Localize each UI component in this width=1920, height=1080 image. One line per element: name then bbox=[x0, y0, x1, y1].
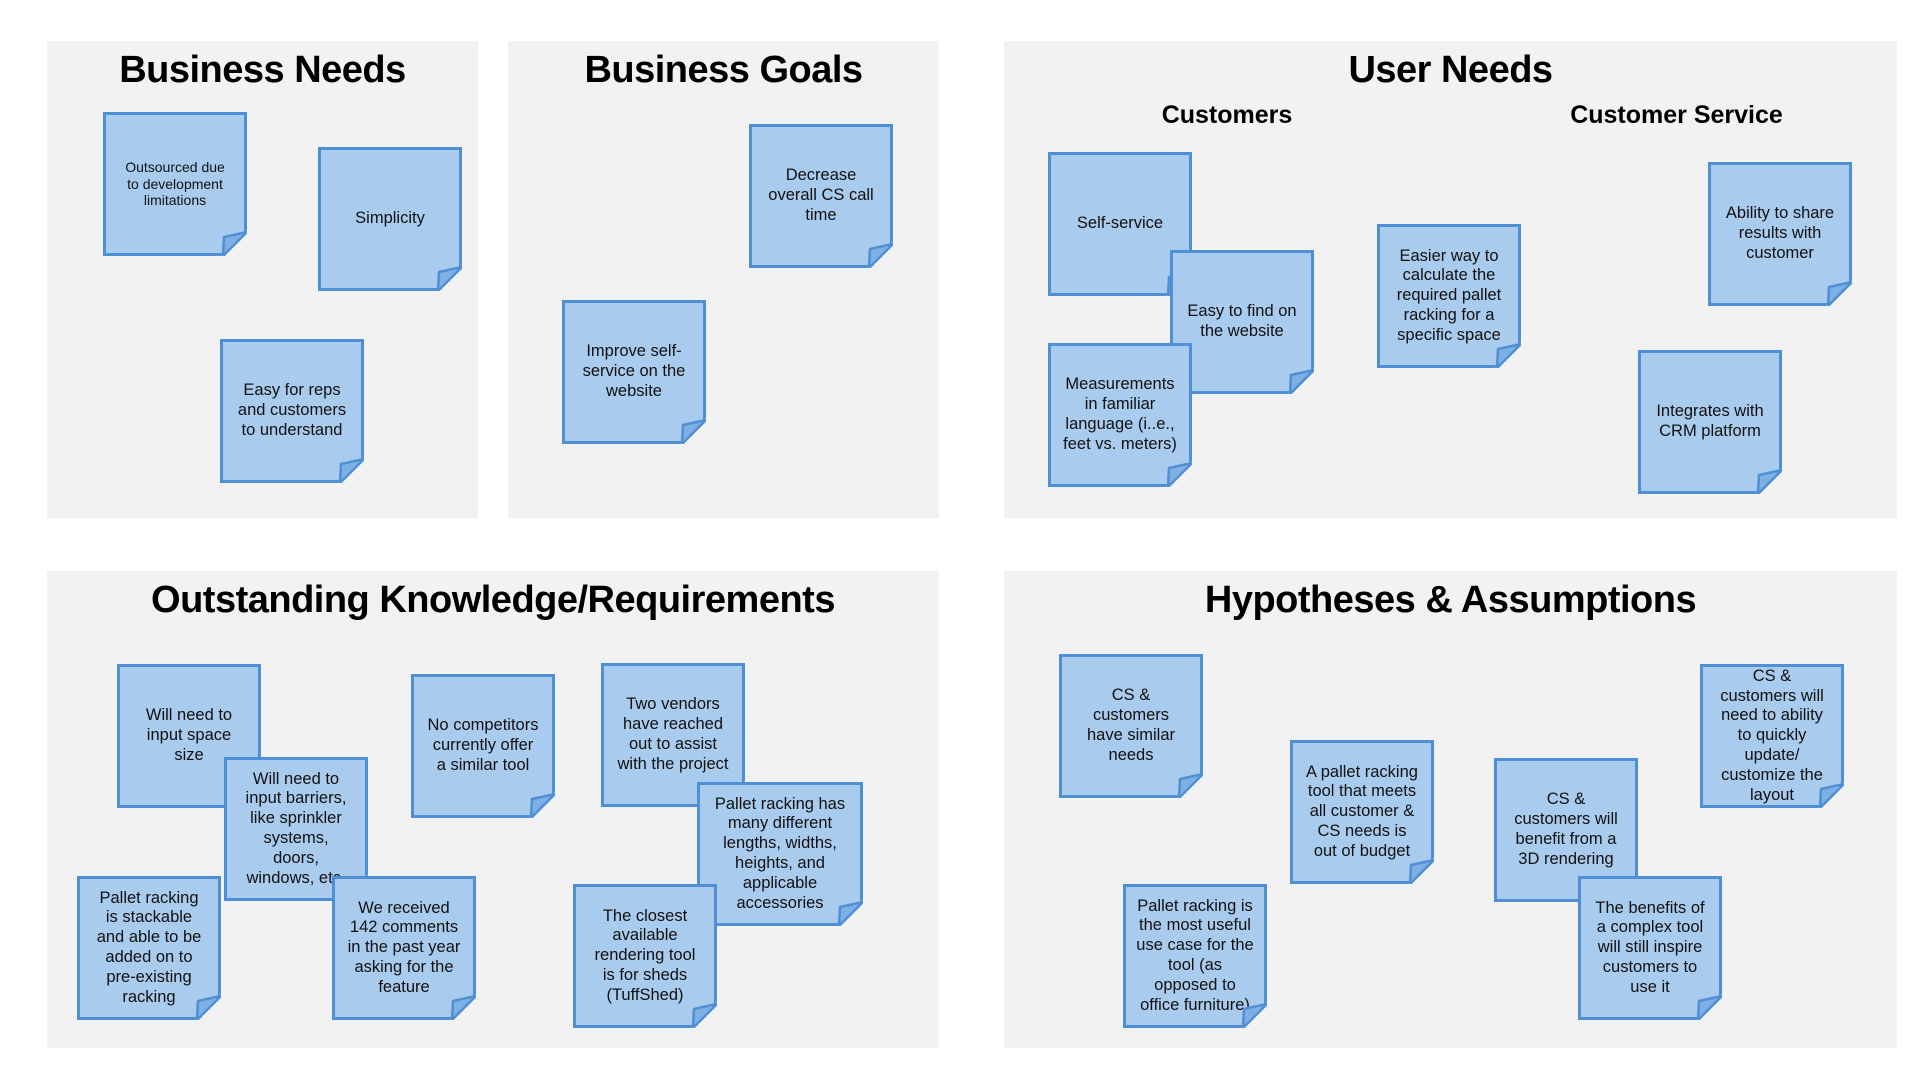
outstanding-title: Outstanding Knowledge/Requirements bbox=[151, 579, 835, 621]
folded-corner-icon bbox=[680, 418, 706, 444]
sticky-note[interactable]: CS & customers will need to ability to q… bbox=[1700, 664, 1844, 808]
folded-corner-icon bbox=[1241, 1002, 1267, 1028]
note-text: Pallet racking is stackable and able to … bbox=[96, 888, 202, 1006]
business-goals-title: Business Goals bbox=[584, 49, 863, 91]
sticky-note[interactable]: CS & customers have similar needs bbox=[1059, 654, 1203, 798]
user-needs-title: User Needs bbox=[1348, 49, 1553, 91]
note-text: Will need to input barriers, like sprink… bbox=[245, 769, 347, 887]
folded-corner-icon bbox=[1756, 468, 1782, 494]
note-text: Two vendors have reached out to assist w… bbox=[617, 695, 729, 773]
sticky-note[interactable]: Improve self-service on the website bbox=[562, 300, 706, 444]
sticky-note[interactable]: Pallet racking is stackable and able to … bbox=[77, 876, 221, 1020]
sticky-note[interactable]: The closest available rendering tool is … bbox=[573, 884, 717, 1028]
folded-corner-icon bbox=[529, 792, 555, 818]
note-text: Pallet racking has many different length… bbox=[714, 794, 846, 912]
sticky-note[interactable]: Outsourced due to development limitation… bbox=[103, 112, 247, 256]
sticky-note[interactable]: The benefits of a complex tool will stil… bbox=[1578, 876, 1722, 1020]
note-text: Pallet racking is the most useful use ca… bbox=[1136, 896, 1254, 1014]
sticky-note[interactable]: Measurements in familiar language (i..e.… bbox=[1048, 343, 1192, 487]
folded-corner-icon bbox=[691, 1002, 717, 1028]
note-text: The closest available rendering tool is … bbox=[594, 906, 696, 1004]
folded-corner-icon bbox=[1177, 772, 1203, 798]
customer-service-subtitle: Customer Service bbox=[1570, 101, 1783, 129]
note-text: A pallet racking tool that meets all cus… bbox=[1306, 762, 1418, 860]
sticky-note[interactable]: Easy for reps and customers to understan… bbox=[220, 339, 364, 483]
note-text: Will need to input space size bbox=[145, 706, 233, 764]
business-needs-panel: Business Needs Outsourced due to develop… bbox=[47, 41, 478, 518]
outstanding-panel: Outstanding Knowledge/Requirements Will … bbox=[47, 571, 939, 1048]
folded-corner-icon bbox=[1696, 994, 1722, 1020]
note-text: Easy to find on the website bbox=[1187, 302, 1297, 340]
folded-corner-icon bbox=[867, 242, 893, 268]
customers-subtitle: Customers bbox=[1161, 101, 1293, 129]
note-text: Measurements in familiar language (i..e.… bbox=[1063, 375, 1177, 453]
sticky-note[interactable]: Ability to share results with customer bbox=[1708, 162, 1852, 306]
sticky-note[interactable]: Pallet racking is the most useful use ca… bbox=[1123, 884, 1267, 1028]
note-text: Integrates with CRM platform bbox=[1656, 402, 1764, 440]
note-text: We received 142 comments in the past yea… bbox=[347, 898, 461, 996]
sticky-note[interactable]: No competitors currently offer a similar… bbox=[411, 674, 555, 818]
note-text: No competitors currently offer a similar… bbox=[427, 716, 539, 774]
user-needs-panel: User Needs Customers Customer Service Se… bbox=[1004, 41, 1897, 518]
folded-corner-icon bbox=[450, 994, 476, 1020]
folded-corner-icon bbox=[1826, 280, 1852, 306]
folded-corner-icon bbox=[837, 900, 863, 926]
folded-corner-icon bbox=[1408, 858, 1434, 884]
note-text: The benefits of a complex tool will stil… bbox=[1595, 898, 1705, 996]
note-text: CS & customers will need to ability to q… bbox=[1720, 666, 1824, 804]
note-text: Simplicity bbox=[355, 209, 425, 228]
note-text: Easier way to calculate the required pal… bbox=[1396, 246, 1502, 344]
folded-corner-icon bbox=[338, 457, 364, 483]
hypotheses-title: Hypotheses & Assumptions bbox=[1204, 579, 1697, 621]
business-goals-panel: Business Goals Decrease overall CS call … bbox=[508, 41, 939, 518]
note-text: Easy for reps and customers to understan… bbox=[237, 381, 347, 439]
note-text: Ability to share results with customer bbox=[1725, 204, 1835, 262]
sticky-note[interactable]: Integrates with CRM platform bbox=[1638, 350, 1782, 494]
folded-corner-icon bbox=[221, 230, 247, 256]
folded-corner-icon bbox=[1288, 368, 1314, 394]
sticky-note[interactable]: Simplicity bbox=[318, 147, 462, 291]
business-needs-title: Business Needs bbox=[119, 49, 406, 91]
sticky-note[interactable]: Easier way to calculate the required pal… bbox=[1377, 224, 1521, 368]
note-text: CS & customers have similar needs bbox=[1086, 686, 1176, 764]
sticky-note[interactable]: We received 142 comments in the past yea… bbox=[332, 876, 476, 1020]
folded-corner-icon bbox=[1166, 461, 1192, 487]
note-text: Improve self-service on the website bbox=[582, 342, 686, 400]
folded-corner-icon bbox=[436, 265, 462, 291]
note-text: Decrease overall CS call time bbox=[768, 166, 874, 224]
note-text: CS & customers will benefit from a 3D re… bbox=[1514, 790, 1618, 868]
folded-corner-icon bbox=[195, 994, 221, 1020]
folded-corner-icon bbox=[1818, 782, 1844, 808]
folded-corner-icon bbox=[1495, 342, 1521, 368]
sticky-note[interactable]: Decrease overall CS call time bbox=[749, 124, 893, 268]
sticky-note[interactable]: Pallet racking has many different length… bbox=[697, 782, 863, 926]
sticky-note[interactable]: Easy to find on the website bbox=[1170, 250, 1314, 394]
note-text: Self-service bbox=[1076, 214, 1164, 233]
hypotheses-panel: Hypotheses & Assumptions CS & customers … bbox=[1004, 571, 1897, 1048]
sticky-note[interactable]: A pallet racking tool that meets all cus… bbox=[1290, 740, 1434, 884]
note-text: Outsourced due to development limitation… bbox=[125, 158, 225, 209]
